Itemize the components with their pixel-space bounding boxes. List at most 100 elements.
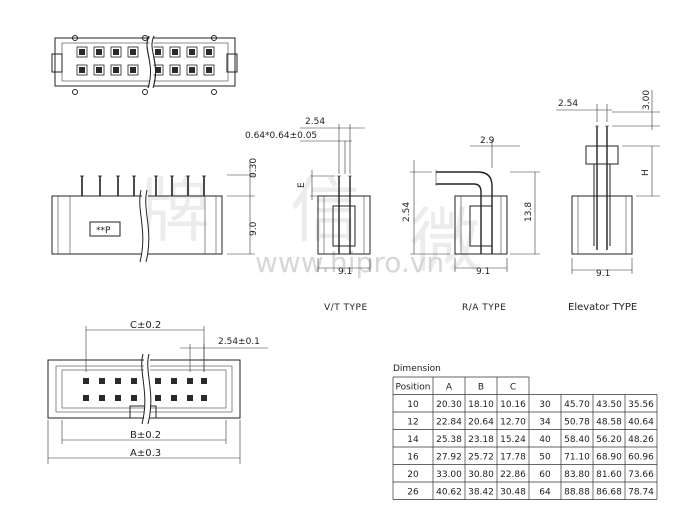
- table-cell: 64: [539, 488, 551, 498]
- table-cell: 86.68: [596, 488, 622, 498]
- table-cell: 73.66: [628, 470, 654, 480]
- pad: [172, 67, 178, 73]
- dim-el-top: 3.00: [642, 90, 652, 110]
- pad-outline: [76, 64, 88, 76]
- table-header: C: [510, 383, 516, 393]
- table-cell: 30.48: [500, 488, 526, 498]
- pad-outline: [110, 64, 122, 76]
- table-cell: 56.20: [596, 435, 622, 445]
- pad: [155, 67, 161, 73]
- part-marking: **P: [96, 226, 111, 236]
- table-cell: 40: [539, 435, 551, 445]
- table-cell: 12.70: [500, 418, 526, 428]
- table-cell: 38.42: [468, 488, 494, 498]
- pad: [130, 49, 136, 55]
- table-cell: 10: [407, 400, 419, 410]
- table-cell: 15.24: [500, 435, 526, 445]
- pad-outline: [93, 64, 105, 76]
- vt-type-label: V/T TYPE: [324, 303, 368, 313]
- table-cell: 18.10: [468, 400, 494, 410]
- side-view: **P 0.30 9.0: [51, 158, 259, 263]
- pad: [172, 49, 178, 55]
- table-cell: 35.56: [628, 400, 654, 410]
- pad: [96, 49, 102, 55]
- table-cell: 26: [407, 488, 419, 498]
- top-pad: [99, 395, 105, 401]
- dim-top-pitch: 2.54±0.1: [218, 337, 260, 347]
- watermark-char-1: 牌: [140, 170, 210, 252]
- top-pad: [115, 378, 121, 384]
- dim-top-b: B±0.2: [130, 430, 161, 441]
- ra-type-view: 2.9 2.54 13.8 9.1 R/A TYPE: [402, 136, 540, 313]
- top-pad: [201, 395, 207, 401]
- pad-outline: [169, 46, 181, 58]
- table-cell: 22.86: [500, 470, 526, 480]
- dim-vt-pin-size: 0.64*0.64±0.05: [245, 131, 317, 141]
- top-pad: [155, 395, 161, 401]
- pad: [189, 67, 195, 73]
- pad: [79, 67, 85, 73]
- dim-ra-height: 13.8: [524, 202, 534, 222]
- pad: [206, 67, 212, 73]
- pad-outline: [76, 46, 88, 58]
- table-cell: 88.88: [564, 488, 590, 498]
- dim-vt-width: 9.1: [338, 267, 352, 277]
- table-header: A: [446, 383, 453, 393]
- elevator-type-view: 2.54 3.00 H 9.1 Elevator TYPE: [556, 90, 660, 313]
- table-cell: 20: [407, 470, 419, 480]
- table-cell: 22.84: [436, 418, 462, 428]
- dim-vt-e: E: [297, 182, 307, 188]
- pad: [155, 49, 161, 55]
- pad-outline: [110, 46, 122, 58]
- table-cell: 34: [539, 418, 551, 428]
- table-cell: 43.50: [596, 400, 622, 410]
- top-pad: [99, 378, 105, 384]
- table-cell: 71.10: [564, 453, 590, 463]
- top-pad: [155, 378, 161, 384]
- pad: [96, 67, 102, 73]
- top-pad: [171, 378, 177, 384]
- bottom-view: [51, 34, 238, 95]
- dim-ra-row: 2.54: [402, 202, 412, 222]
- pad-outline: [169, 64, 181, 76]
- pad: [113, 67, 119, 73]
- pad-outline: [186, 46, 198, 58]
- pad: [113, 49, 119, 55]
- table-cell: 17.78: [500, 453, 526, 463]
- pad-outline: [93, 46, 105, 58]
- pad: [206, 49, 212, 55]
- table-cell: 58.40: [564, 435, 590, 445]
- table-cell: 45.70: [564, 400, 590, 410]
- top-pad: [83, 395, 89, 401]
- table-cell: 30: [539, 400, 551, 410]
- vt-type-view: 2.54 0.64*0.64±0.05 E 9.1 V/T TYPE: [245, 117, 371, 313]
- table-header: Position: [395, 383, 430, 393]
- pad-outline: [203, 64, 215, 76]
- table-cell: 27.92: [436, 453, 462, 463]
- table-cell: 10.16: [500, 400, 526, 410]
- top-pad: [115, 395, 121, 401]
- table-cell: 16: [407, 453, 419, 463]
- table-cell: 68.90: [596, 453, 622, 463]
- dim-top-c: C±0.2: [130, 320, 161, 331]
- table-cell: 30.80: [468, 470, 494, 480]
- top-pad: [201, 378, 207, 384]
- table-cell: 33.00: [436, 470, 462, 480]
- table-cell: 48.58: [596, 418, 622, 428]
- table-cell: 40.62: [436, 488, 462, 498]
- table-cell: 25.72: [468, 453, 494, 463]
- pad-outline: [186, 64, 198, 76]
- table-header: B: [478, 383, 484, 393]
- table-cell: 48.26: [628, 435, 654, 445]
- top-pad: [83, 378, 89, 384]
- table-cell: 60: [539, 470, 551, 480]
- dim-el-pitch: 2.54: [558, 99, 578, 109]
- dim-top-a: A±0.3: [130, 448, 161, 459]
- pad-outline: [203, 46, 215, 58]
- watermark-char-3: 微: [410, 200, 480, 282]
- pad: [130, 67, 136, 73]
- pad: [79, 49, 85, 55]
- table-cell: 83.80: [564, 470, 590, 480]
